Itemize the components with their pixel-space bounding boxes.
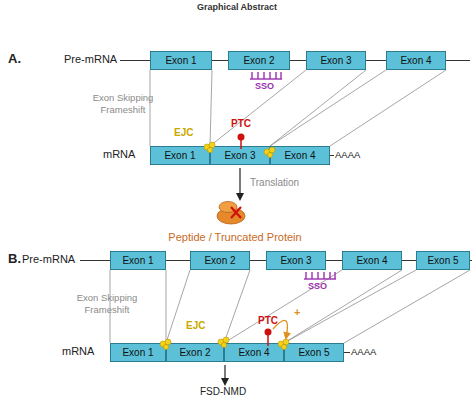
section-letter: A. <box>8 51 21 67</box>
sso-comb <box>304 272 336 279</box>
sso-label: SSO <box>255 81 274 92</box>
ptc-pin <box>265 329 272 336</box>
molecule-name: mRNA <box>62 345 94 359</box>
molecule-name: mRNA <box>103 148 135 162</box>
exon-name: Exon 2 <box>179 347 210 358</box>
exon-box: Exon 5 <box>284 343 344 362</box>
exon-box: Exon 1 <box>110 251 166 270</box>
exon-box: Exon 4 <box>342 251 402 270</box>
sso-label: SSO <box>308 281 327 292</box>
splice-line <box>166 270 250 343</box>
ejc-label: EJC <box>186 320 205 333</box>
exon-name: Exon 4 <box>284 150 315 161</box>
cross-mark <box>231 207 241 218</box>
exon-box: Exon 4 <box>386 51 446 70</box>
exon-box: Exon 3 <box>266 251 326 270</box>
splice-line <box>150 70 212 146</box>
polya-tail: AAAA <box>335 149 360 161</box>
exon-box: Exon 2 <box>166 343 224 362</box>
exon-name: Exon 4 <box>400 55 431 66</box>
ptc-label: PTC <box>231 118 251 131</box>
exon-name: Exon 4 <box>238 347 269 358</box>
exon-box: Exon 4 <box>270 146 330 165</box>
exon-name: Exon 4 <box>356 255 387 266</box>
exon-box: Exon 2 <box>228 51 290 70</box>
sso-comb <box>250 72 282 79</box>
exon-box: Exon 1 <box>110 343 166 362</box>
exon-name: Exon 2 <box>204 255 235 266</box>
exon-name: Exon 1 <box>164 150 195 161</box>
molecule-name: Pre-mRNA <box>22 253 75 267</box>
exon-box: Exon 5 <box>416 251 470 270</box>
outcome-label: FSD-NMD <box>200 386 246 399</box>
ptc-pin <box>267 334 269 346</box>
exon-box: Exon 1 <box>150 146 210 165</box>
exon-box: Exon 3 <box>210 146 270 165</box>
exon-name: Exon 2 <box>243 55 274 66</box>
exon-box: Exon 3 <box>306 51 366 70</box>
exon-name: Exon 5 <box>427 255 458 266</box>
diagram-title: Graphical Abstract <box>0 2 474 13</box>
exon-name: Exon 5 <box>298 347 329 358</box>
exon-box: Exon 4 <box>224 343 284 362</box>
down-arrow <box>239 168 240 199</box>
splice-line <box>284 270 470 343</box>
down-arrow <box>224 365 225 384</box>
section-letter: B. <box>8 251 21 267</box>
process-note: Exon Skipping Frameshift <box>86 92 160 116</box>
exon-name: Exon 3 <box>224 150 255 161</box>
splice-line <box>270 70 446 146</box>
process-note: Exon Skipping Frameshift <box>70 292 144 316</box>
exon-box: Exon 2 <box>190 251 250 270</box>
polya-tail: AAAA <box>351 346 376 358</box>
ejc-label: EJC <box>174 127 193 140</box>
exon-box: Exon 1 <box>150 51 212 70</box>
ejc-blob <box>160 337 289 350</box>
exon-name: Exon 1 <box>122 347 153 358</box>
process-note: Translation <box>250 177 299 190</box>
ptc-pin <box>240 139 242 149</box>
polya-line <box>330 155 334 156</box>
polya-line <box>344 352 350 353</box>
exon-name: Exon 3 <box>280 255 311 266</box>
molecule-name: Pre-mRNA <box>64 53 117 67</box>
ribosome <box>219 202 237 213</box>
exon-name: Exon 1 <box>165 55 196 66</box>
splice-line <box>224 270 402 343</box>
exon-name: Exon 3 <box>320 55 351 66</box>
ejc-blob <box>204 142 275 158</box>
ptc-pin <box>238 134 245 141</box>
plus-sign: + <box>294 306 300 320</box>
exon-name: Exon 1 <box>122 255 153 266</box>
ptc-label: PTC <box>258 315 278 328</box>
ribosome <box>217 208 245 224</box>
product-label: Peptide / Truncated Protein <box>140 231 330 245</box>
